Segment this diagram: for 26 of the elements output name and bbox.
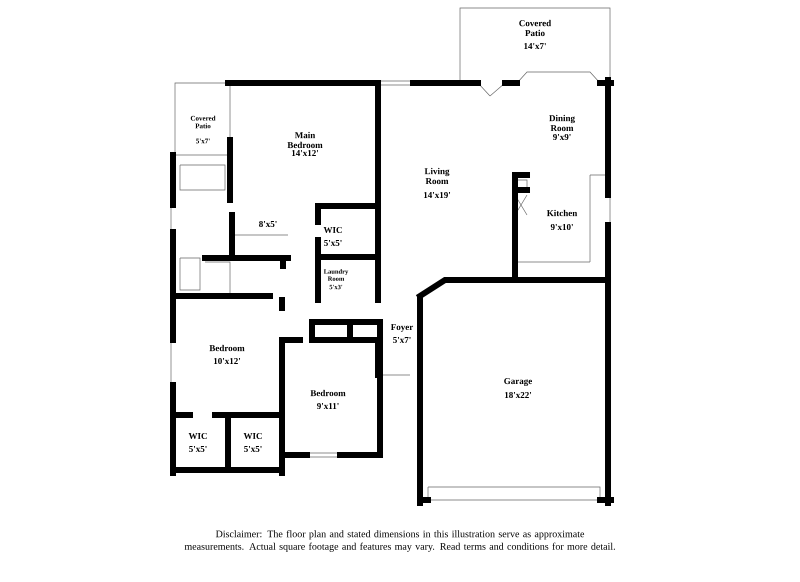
room-label: Living Room	[424, 168, 450, 184]
room-label: Kitchen	[546, 210, 578, 216]
dimension-label: 9'x10'	[550, 224, 573, 230]
room-label: WIC	[188, 432, 207, 440]
dimension-label: 5'x7'	[393, 337, 411, 343]
dimension-label: 5'x5'	[189, 446, 207, 452]
room-label: Foyer	[390, 324, 414, 332]
room-label: Dining Room	[549, 114, 575, 132]
disclaimer-text: Disclaimer: The floor plan and stated dimensions in this illustration serve as approximate measurements. Actual square footage and features may vary. Read terms and conditions for more detail.	[184, 530, 615, 552]
dimension-label: 14'x12'	[292, 150, 318, 156]
room-label: Garage	[504, 378, 532, 386]
dimension-label: 9'x9'	[553, 134, 571, 140]
dimension-label: 9'x11'	[317, 402, 339, 410]
dimension-label: 14'x7'	[524, 43, 546, 49]
dimension-label: 8'x5'	[259, 220, 277, 228]
dimension-label: 5'x5'	[324, 240, 342, 246]
room-label: WIC	[244, 432, 262, 440]
dimension-label: 5'x5'	[244, 446, 262, 452]
room-label: Bedroom	[210, 344, 245, 352]
dimension-label: 18'x22'	[504, 392, 532, 398]
room-label: Bedroom	[310, 390, 346, 396]
dimension-label: 14'x19'	[424, 192, 450, 198]
room-label: Covered Patio	[519, 20, 552, 36]
room-label: WIC	[324, 226, 342, 234]
room-label: Main Bedroom	[288, 132, 323, 148]
dimension-label: 10'x12'	[214, 358, 240, 364]
